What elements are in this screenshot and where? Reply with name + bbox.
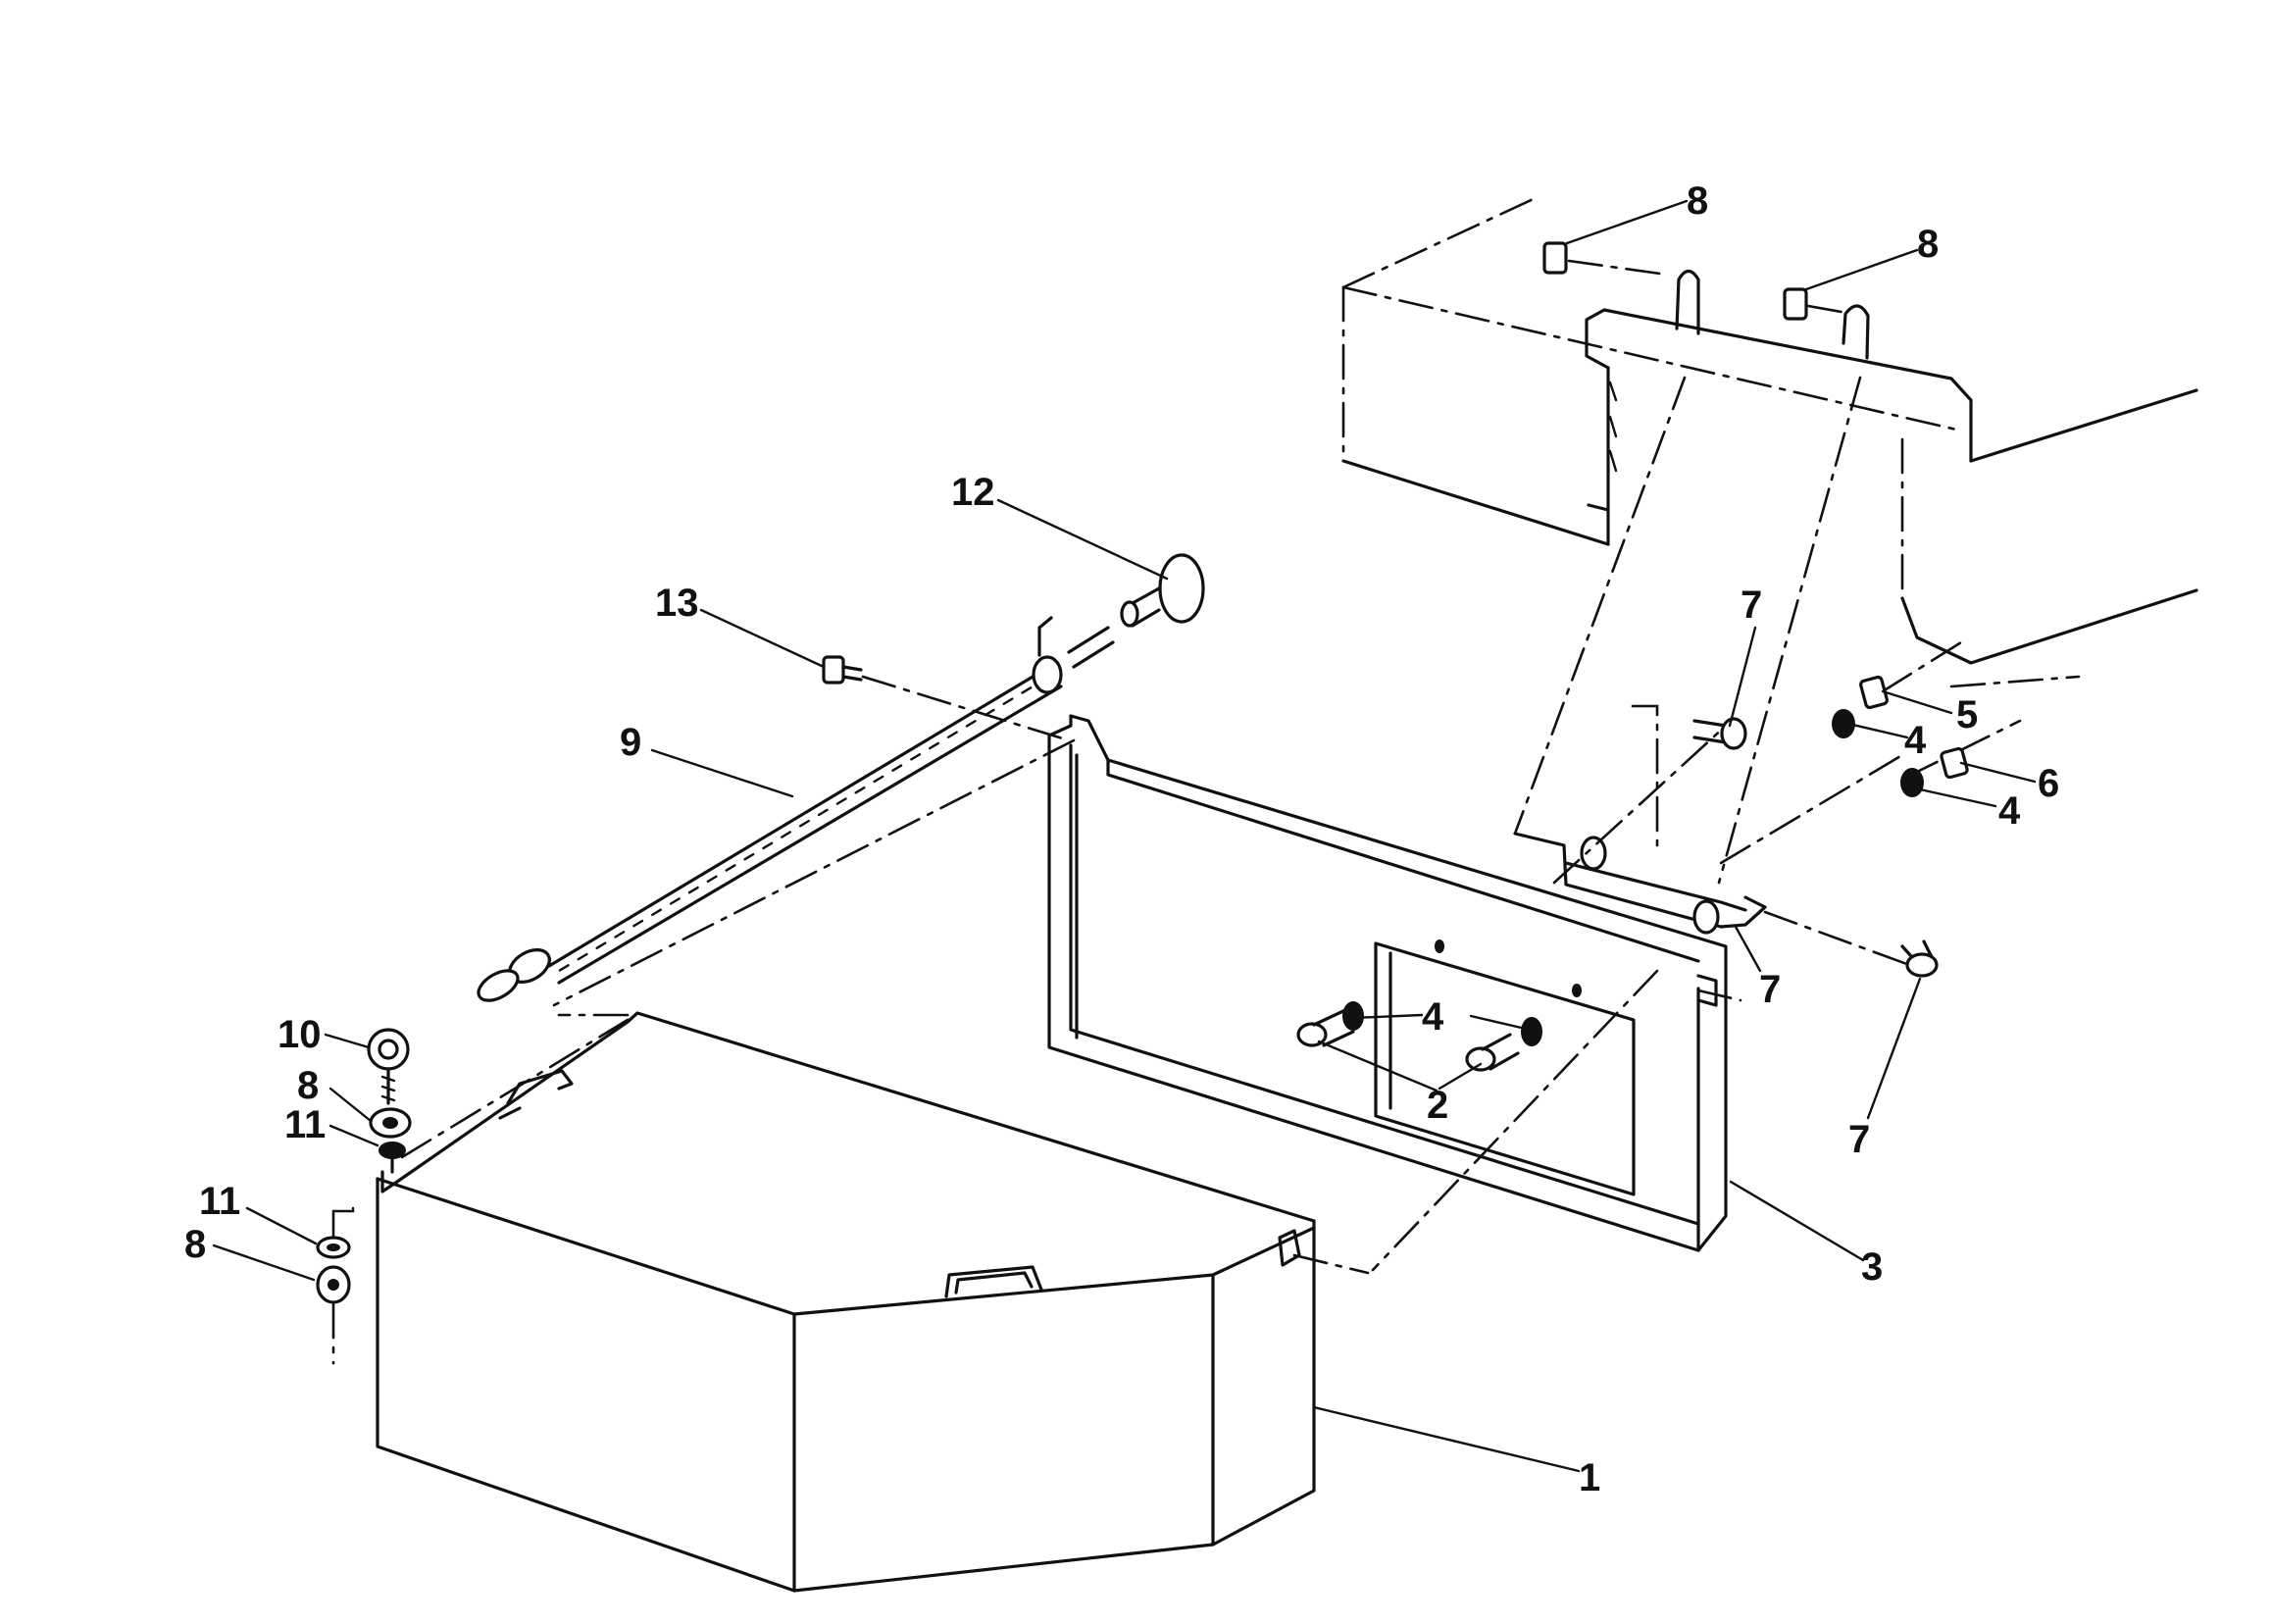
callout-9: 9 (620, 721, 641, 764)
mounting-bracket (1513, 376, 1914, 968)
frame-nut-left (1542, 241, 1568, 275)
callout-labels: 8 8 12 13 9 7 5 4 6 4 7 7 4 2 3 1 10 8 1… (184, 179, 2059, 1499)
callout-7-upper: 7 (1741, 584, 1762, 627)
lower-nut-stack (316, 1206, 355, 1365)
callout-13: 13 (655, 582, 699, 625)
callout-4-lower: 4 (1998, 789, 2021, 833)
bolt-upper (1692, 717, 1747, 750)
callout-1: 1 (1579, 1456, 1600, 1499)
eyebolt-stack (367, 1018, 630, 1174)
callout-10: 10 (278, 1013, 322, 1056)
callout-4-upper: 4 (1904, 719, 1927, 762)
bolt-lower (1900, 939, 1939, 978)
callout-8-frame-left: 8 (1687, 179, 1708, 223)
callout-8-eyebolt: 8 (297, 1064, 319, 1107)
callout-8-lower: 8 (184, 1223, 206, 1266)
callout-12: 12 (951, 471, 995, 514)
frame-nut-right (1783, 287, 1808, 321)
callout-3: 3 (1861, 1245, 1883, 1289)
chain (477, 616, 1115, 1002)
right-fasteners (1832, 640, 2081, 797)
callout-8-frame-right: 8 (1917, 223, 1939, 266)
weight-box (376, 1011, 1370, 1593)
callout-6: 7 (1759, 968, 1781, 1011)
callout-5-lower: 6 (2038, 762, 2059, 805)
center-fasteners (1296, 1001, 1542, 1072)
callout-5-upper: 5 (1956, 693, 1978, 736)
mounting-plate (1047, 714, 1742, 1272)
tractor-frame (1341, 194, 2198, 665)
leader-lines (212, 199, 2037, 1473)
small-bolt (552, 655, 1076, 1007)
callout-4-center: 4 (1422, 995, 1444, 1039)
callout-7-lower: 7 (1848, 1118, 1870, 1161)
callout-11-upper: 11 (284, 1103, 326, 1146)
callout-11-lower: 11 (199, 1180, 240, 1223)
callout-2: 2 (1427, 1084, 1448, 1127)
hitch-pin (1120, 553, 1205, 628)
